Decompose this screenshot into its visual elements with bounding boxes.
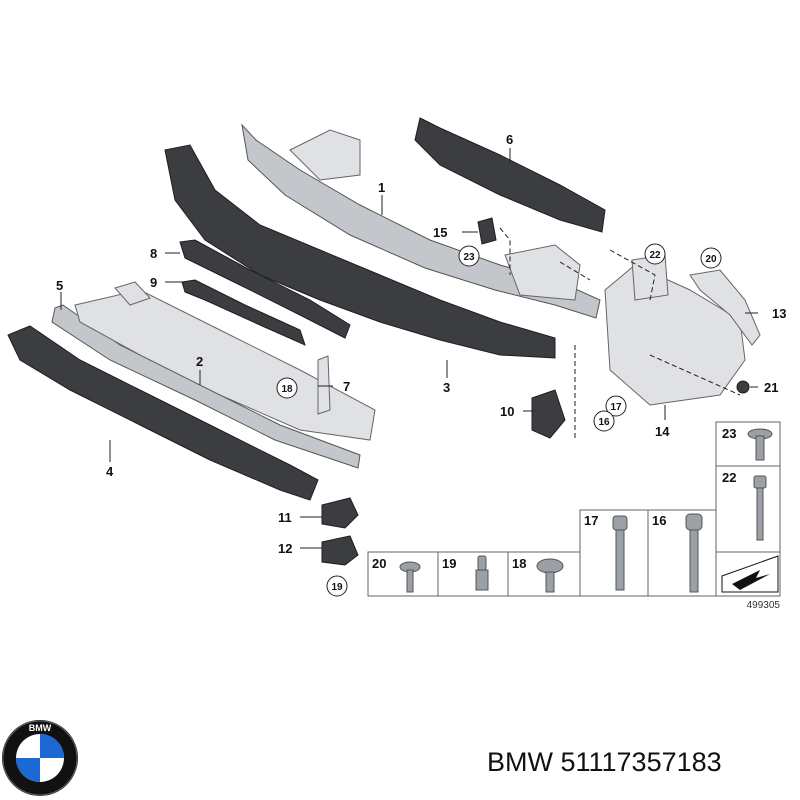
part-21-grommet [736,380,750,394]
part-6-bracket [414,117,606,233]
callout-10: 10 [500,404,514,419]
part-13-bracket [689,269,761,346]
callout-3: 3 [443,380,450,395]
circled-callout-18: 18 [281,384,293,395]
circled-callout-16: 16 [598,417,610,428]
callout-12: 12 [278,541,292,556]
callout-7: 7 [343,379,350,394]
part-9-strip [181,279,306,346]
bmw-logo: BMW [2,720,78,796]
callout-21-label: 21 [764,380,778,395]
circled-callout-17: 17 [610,402,622,413]
callout-1: 1 [378,180,385,195]
rivet-19-icon [475,555,489,591]
table-cell-19: 19 [442,556,456,571]
part-11-clip [321,497,359,529]
part-label: BMW 51117357183 [487,747,722,777]
callout-15: 15 [433,225,447,240]
circled-callout-19: 19 [331,582,343,593]
leader-lines [60,148,758,549]
part-2-reinforcement [74,281,376,441]
part-14-holder [604,254,746,406]
part-8-strip [179,239,351,339]
bolt-17-icon [612,515,628,591]
callout-8: 8 [150,246,157,261]
bolt-22-icon [753,475,767,541]
table-cell-16: 16 [652,513,666,528]
screw-18-icon [536,558,564,593]
callout-11: 11 [278,510,292,525]
part-4-lip [7,325,319,501]
callouts: 1 2 3 4 5 6 7 8 9 10 11 12 13 14 15 21 [56,132,786,556]
callout-6: 6 [506,132,513,147]
fastener-table: 23 22 17 16 20 19 18 [367,421,781,611]
part-12-clip [321,535,359,566]
callout-2: 2 [196,354,203,369]
part-10-bracket [531,389,566,439]
table-cell-23: 23 [722,426,736,441]
callout-14: 14 [655,424,670,439]
bolt-16-icon [685,513,703,593]
table-cell-22: 22 [722,470,736,485]
part-15-clip [477,217,497,245]
screw-20-icon [399,561,421,593]
arrow-icon [721,555,779,593]
part-3-lower-cover [164,144,556,359]
callout-9: 9 [150,275,157,290]
callout-13: 13 [772,306,786,321]
table-cell-18: 18 [512,556,526,571]
circled-callout-22: 22 [649,250,661,261]
logo-letters: BMW [29,723,52,733]
part-7-bracket [317,355,331,415]
table-cell-17: 17 [584,513,598,528]
callout-4: 4 [106,464,114,479]
circled-callout-20: 20 [705,254,717,265]
reference-number: 499305 [747,600,781,611]
part-1-bumper-carrier [241,123,601,319]
callout-5: 5 [56,278,63,293]
table-cell-20: 20 [372,556,386,571]
circled-callouts: 23 22 20 18 17 16 19 [276,243,722,597]
bolt-23-icon [747,428,773,461]
circled-callout-23: 23 [463,252,475,263]
